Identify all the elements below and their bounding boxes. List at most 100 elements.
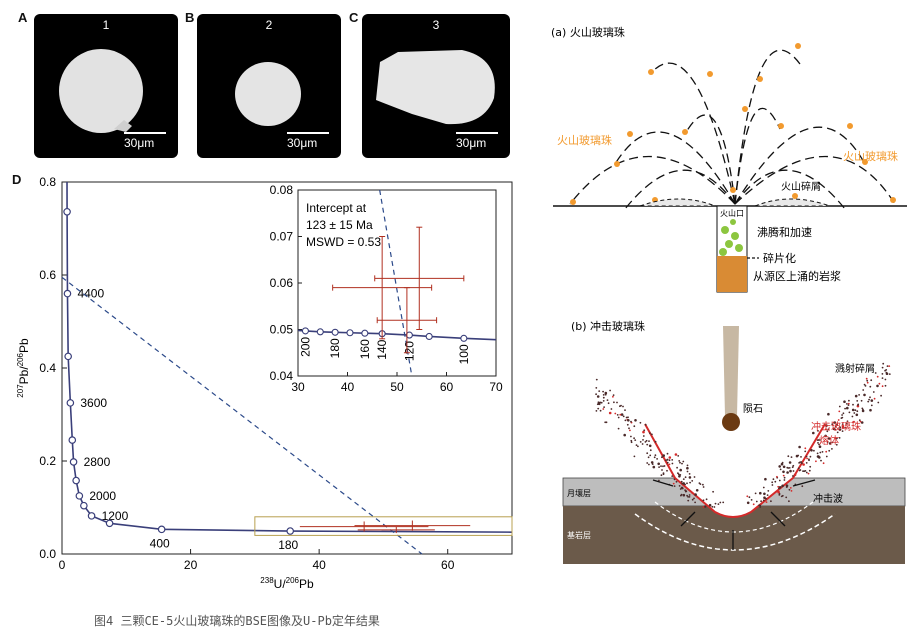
ejecta-dot: [646, 462, 649, 464]
ejecta-dot: [822, 462, 825, 465]
ejecta-dot: [831, 423, 834, 426]
ejecta-dot: [792, 470, 795, 472]
ejecta-dot: [866, 379, 869, 382]
inset-age-label: 200: [298, 337, 312, 357]
ejecta-dot: [836, 437, 838, 440]
ejecta-dot: [598, 390, 601, 392]
ejecta-dot: [673, 478, 676, 481]
ejecta-dot: [856, 410, 859, 413]
bse-number-2: 2: [265, 18, 273, 32]
ejecta-dot: [649, 449, 652, 452]
ejecta-dot: [847, 402, 850, 405]
ejecta-dot: [810, 449, 813, 452]
label-impact-glass: 冲击玻璃珠: [811, 420, 861, 433]
ejecta-dot: [816, 452, 819, 455]
ejecta-dot: [772, 478, 775, 481]
inset-x-tick-label: 60: [440, 380, 454, 394]
ejecta-dot: [831, 448, 833, 450]
label-melt: 熔体: [819, 434, 839, 447]
ejecta-dot: [633, 425, 636, 428]
ejecta-dot: [886, 365, 889, 367]
ejecta-dot: [641, 443, 644, 445]
ejecta-dot: [630, 441, 633, 444]
ejecta-dot: [679, 488, 682, 490]
ejecta-dot: [765, 497, 767, 500]
bse-image-1: 1 30μm: [34, 14, 178, 158]
ejecta-dot: [633, 437, 635, 440]
ejecta-dot: [642, 430, 645, 434]
ejecta-dot: [778, 479, 781, 482]
ejecta-dot: [662, 465, 664, 468]
ejecta-dot: [650, 461, 654, 464]
inset-y-tick-label: 0.04: [270, 369, 294, 383]
ejecta-dot: [801, 485, 804, 488]
bse-number-1: 1: [102, 18, 110, 32]
ejecta-dot: [825, 450, 828, 453]
inset-concordia-point: [361, 329, 369, 337]
ejecta-dot: [778, 493, 781, 495]
ejecta-dot: [680, 493, 683, 496]
ejecta-dot: [595, 410, 598, 412]
ejecta-dot: [877, 401, 880, 404]
ejecta-dot: [846, 406, 849, 410]
ejecta-dot: [809, 455, 812, 458]
ejecta-dot: [869, 385, 872, 388]
ejecta-dot: [678, 475, 681, 478]
ejecta-dot: [685, 490, 688, 493]
ejecta-dot: [684, 489, 686, 491]
ejecta-dot: [644, 423, 647, 426]
ejecta-dot: [818, 445, 822, 448]
label-glass-left: 火山玻璃珠: [557, 133, 612, 147]
ejecta-dot: [630, 435, 632, 438]
ejecta-dot: [610, 408, 613, 410]
inset-concordia-point: [301, 327, 309, 335]
ejecta-dot: [792, 475, 794, 477]
ejecta-dot: [626, 423, 629, 426]
ejecta-dot: [760, 500, 762, 503]
ejecta-dot: [675, 480, 678, 483]
ejection-arcs: [569, 49, 896, 210]
ejecta-dot: [754, 492, 757, 495]
ejecta-dot: [682, 482, 685, 485]
ejecta-dot: [870, 399, 874, 402]
inset-frame: [297, 189, 497, 377]
diagram-a-title: (a) 火山玻璃珠: [551, 25, 625, 39]
inset-age-label: 140: [375, 339, 389, 359]
ejecta-dot: [800, 456, 802, 458]
ejecta-dot: [671, 475, 674, 477]
ejecta-dot: [681, 462, 683, 465]
ejecta-dot: [884, 378, 887, 381]
ejecta-dot: [787, 455, 790, 458]
ejecta-dot: [781, 461, 784, 464]
diagram-b-title: (b) 冲击玻璃珠: [571, 319, 645, 333]
ejecta-dot: [750, 499, 753, 501]
ejecta-dot: [789, 487, 792, 489]
concordia-age-label: 1200: [102, 509, 129, 523]
ejecta-dot: [827, 437, 831, 440]
ejecta-dot: [612, 395, 614, 398]
ejecta-dot: [693, 497, 695, 500]
ejecta-dot: [628, 427, 630, 430]
ejecta-dot: [852, 403, 854, 406]
ejecta-dot: [693, 476, 696, 478]
ejecta-dot: [613, 401, 615, 404]
ejecta-dot: [639, 441, 642, 443]
ejecta-dot: [828, 442, 832, 445]
ejecta-dot: [790, 456, 793, 458]
ejecta-dot: [777, 490, 780, 494]
ejecta-dot: [876, 375, 879, 378]
ejecta-dot: [608, 411, 612, 415]
scale-text-1: 30μm: [124, 136, 155, 150]
ejecta-dot: [838, 437, 841, 439]
label-regolith: 月壤层: [567, 488, 591, 498]
ejecta-dot: [788, 467, 791, 469]
ejecta-dot: [657, 462, 660, 466]
inset-y-tick-label: 0.07: [270, 230, 294, 244]
ejecta-dot: [688, 496, 691, 498]
ejecta-dot: [762, 499, 765, 502]
ejecta-dot: [687, 499, 690, 502]
ejecta-dot: [702, 506, 705, 508]
ejecta-dot: [616, 414, 619, 416]
ejecta-dot: [851, 415, 854, 418]
ejecta-dot: [837, 419, 840, 421]
